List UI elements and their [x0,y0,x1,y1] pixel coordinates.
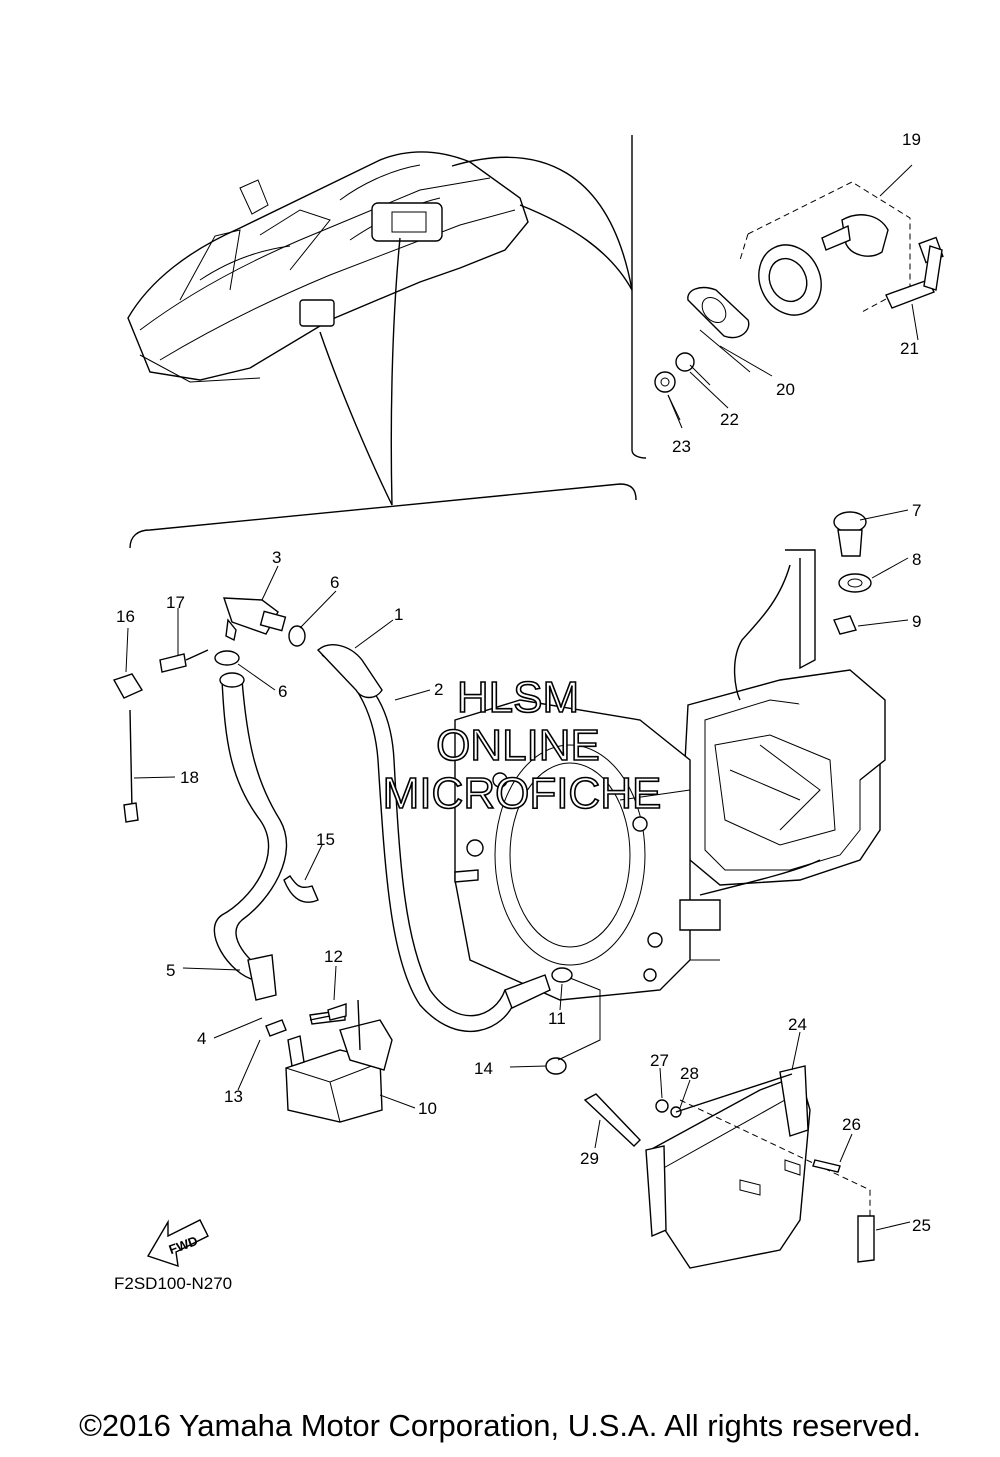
callout-7: 7 [912,501,921,520]
jet-pump-housing [454,669,886,1001]
callout-13: 13 [224,1087,243,1106]
callout-29: 29 [580,1149,599,1168]
callout-12: 12 [324,947,343,966]
elbow-fitting [223,597,287,642]
callout-17: 17 [166,593,185,612]
callout-27: 27 [650,1051,669,1070]
hose-clip [283,875,319,903]
callout-11: 11 [548,1009,566,1028]
watermark-line-3: MICROFICHE [383,769,662,818]
callout-leaders [125,303,919,1231]
suction-hose [213,672,288,1001]
hull-drain-assembly [654,164,944,421]
clamp-icon [288,625,306,647]
fittings-11-14 [265,967,601,1075]
fwd-arrow-icon: FWD [146,1219,209,1268]
leader-lines [129,135,647,549]
watermark-line-2: ONLINE [436,721,600,770]
diagram-ref-code: F2SD100-N270 [114,1274,232,1293]
watercraft-illustration [127,151,529,383]
callout-22: 22 [720,410,739,429]
callout-15: 15 [316,830,335,849]
callout-9: 9 [912,612,921,631]
callout-8: 8 [912,550,921,569]
callout-24: 24 [788,1015,807,1034]
callout-21: 21 [900,339,919,358]
callout-25: 25 [912,1216,931,1235]
callout-10: 10 [418,1099,437,1118]
callout-6b: 6 [278,682,287,701]
watermark-line-1: HLSM [457,673,579,722]
ride-plate [583,1065,875,1269]
drain-plug-set [733,511,872,701]
callout-6a: 6 [330,573,339,592]
bilge-hose [316,644,551,1033]
callout-14: 14 [474,1059,493,1078]
callout-16: 16 [116,607,135,626]
callout-3: 3 [272,548,281,567]
bracket-and-band [112,649,209,823]
callout-19: 19 [902,130,921,149]
callout-26: 26 [842,1115,861,1134]
callout-5: 5 [166,961,175,980]
callout-1: 1 [394,605,403,624]
watermark: HLSM ONLINE MICROFICHE [382,672,662,819]
parts-diagram: FWD 1 2 3 4 5 [112,130,944,1293]
callout-28: 28 [680,1064,699,1083]
callout-2: 2 [434,680,443,699]
callout-4: 4 [197,1029,206,1048]
callout-20: 20 [776,380,795,399]
callout-18: 18 [180,768,199,787]
clamp-icon [214,650,240,666]
callout-23: 23 [672,437,691,456]
copyright-notice: ©2016 Yamaha Motor Corporation, U.S.A. A… [79,1408,921,1443]
callout-numbers: 1 2 3 4 5 6 6 7 8 9 10 11 12 13 14 15 16… [116,130,931,1235]
